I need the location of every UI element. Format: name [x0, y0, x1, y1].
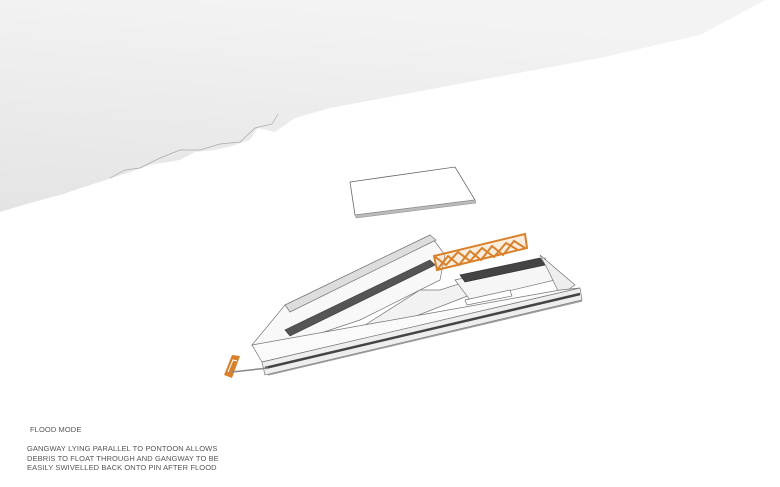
caption-line: GANGWAY LYING PARALLEL TO PONTOON ALLOWS [27, 444, 218, 453]
caption-title: FLOOD MODE [30, 425, 82, 434]
floating-pontoon [349, 166, 477, 219]
caption-line: DEBRIS TO FLOAT THROUGH AND GANGWAY TO B… [27, 453, 219, 463]
caption-body: GANGWAY LYING PARALLEL TO PONTOON ALLOWS… [27, 444, 257, 473]
riverbank-terrain [0, 0, 765, 212]
caption-line: EASILY SWIVELLED BACK ONTO PIN AFTER FLO… [27, 463, 217, 472]
gangway-ramp-end [224, 355, 269, 378]
gangway-truss [432, 232, 529, 272]
building-structure [251, 234, 583, 376]
